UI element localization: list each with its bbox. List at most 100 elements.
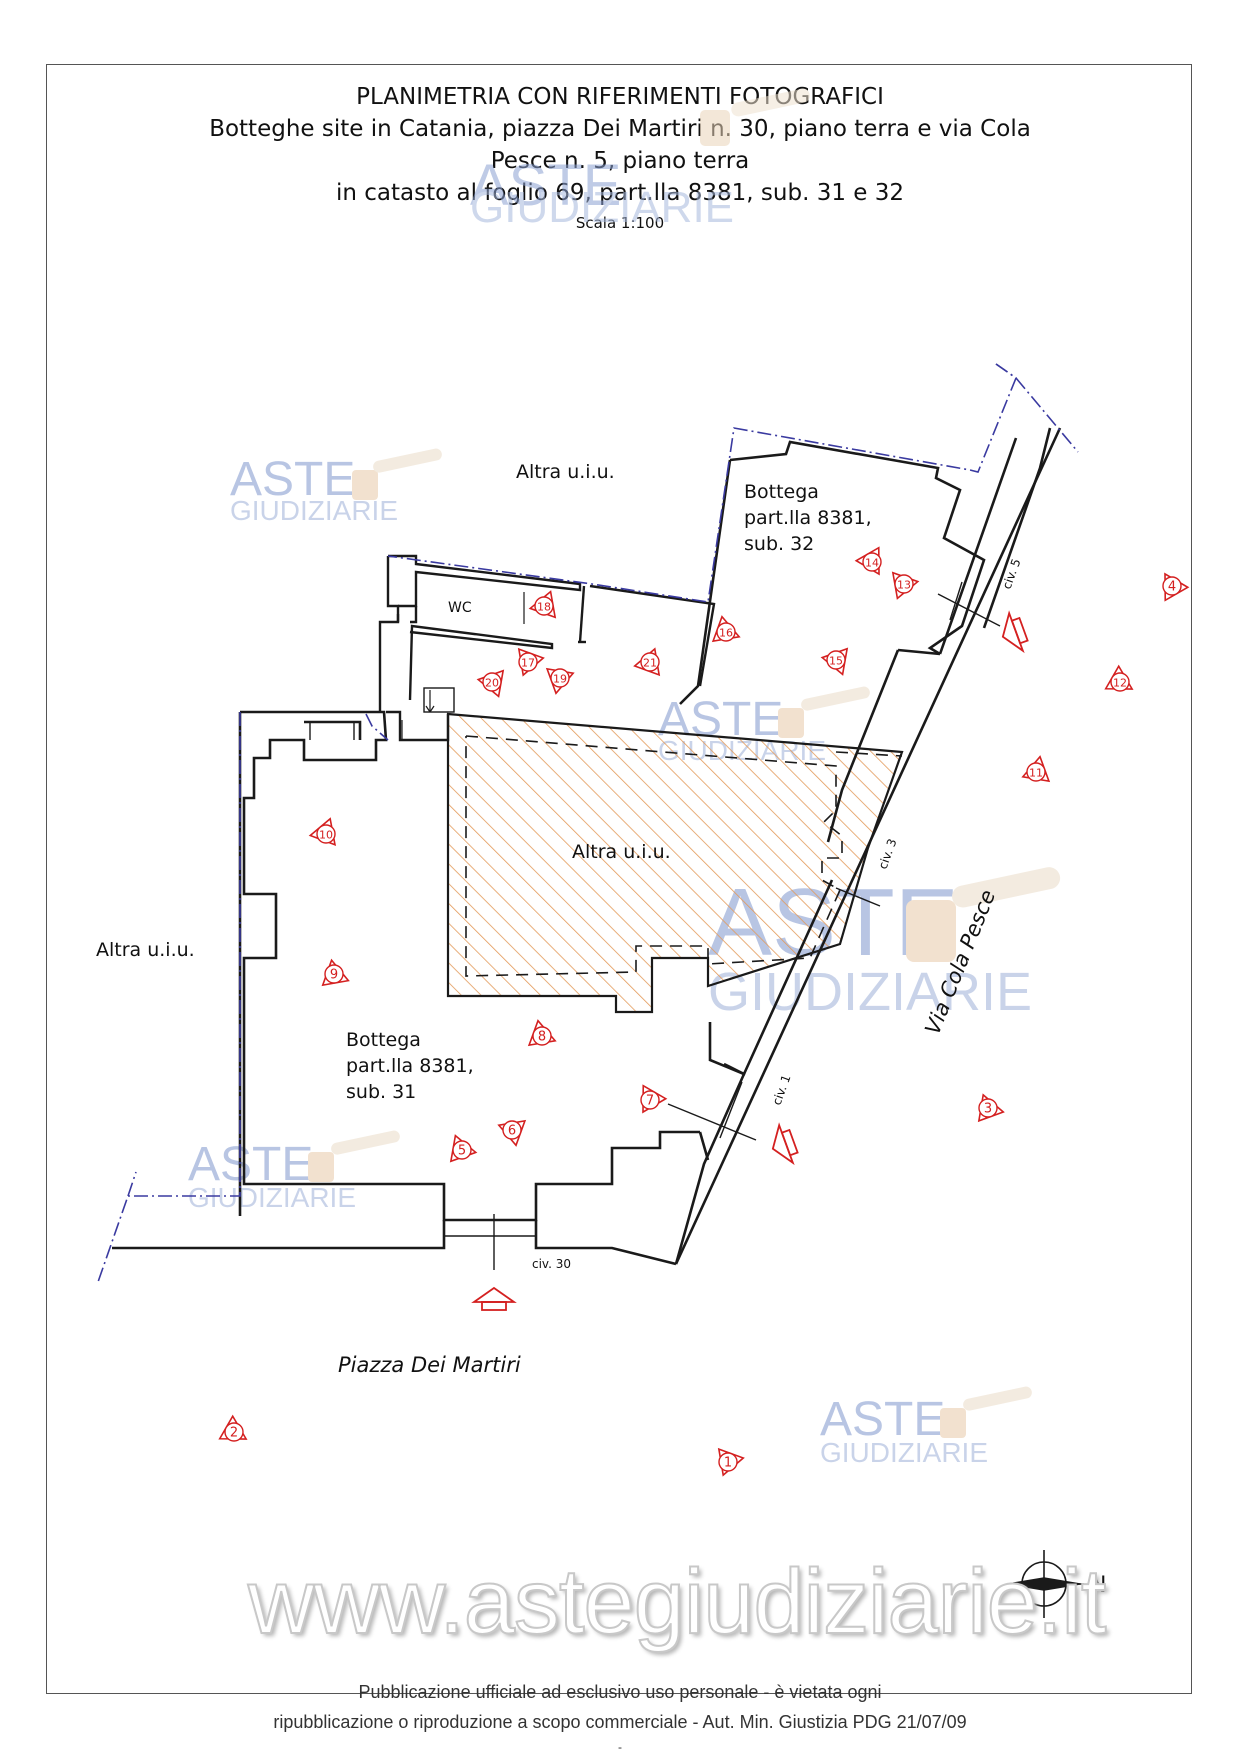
photo-marker-12: 12: [1104, 664, 1134, 692]
photo-marker-circle: [862, 552, 882, 572]
photo-marker-number: 3: [984, 1102, 992, 1117]
entrance-arrow-icon: [471, 1286, 517, 1311]
facade-openings: [444, 581, 1001, 1270]
watermark-aste: ASTE: [820, 1393, 945, 1446]
photo-marker-number: 17: [521, 657, 535, 670]
photo-marker-number: 20: [485, 677, 499, 690]
walls-sub32: [679, 427, 1052, 843]
photo-marker-number: 16: [719, 627, 733, 640]
photo-marker-1: 1: [717, 1447, 745, 1477]
footer-line-3: -: [618, 1740, 622, 1754]
photo-marker-circle: [640, 652, 660, 672]
gavel-icon: [352, 470, 378, 500]
photo-marker-circle: [640, 1090, 660, 1110]
label-altra-uiu-center: Altra u.i.u.: [572, 841, 671, 863]
photo-marker-circle: [502, 1120, 522, 1140]
photo-marker-17: 17: [517, 647, 545, 677]
north-arrow-icon: [1007, 1550, 1084, 1618]
label-bottega-32-sub: sub. 32: [744, 533, 814, 555]
photo-marker-number: 21: [643, 657, 657, 670]
street-label-piazza-dei-martiri: Piazza Dei Martiri: [338, 1353, 521, 1377]
photo-marker-3: 3: [977, 1093, 1005, 1123]
photo-marker-20: 20: [476, 669, 505, 698]
north-label: N: [1090, 1573, 1106, 1598]
gavel-icon: [308, 1152, 334, 1182]
label-civ-1: civ. 1: [770, 1073, 794, 1107]
photo-marker-9: 9: [321, 958, 350, 987]
footer-line-1: Pubblicazione ufficiale ad esclusivo uso…: [358, 1682, 882, 1702]
label-altra-uiu-left: Altra u.i.u.: [96, 939, 195, 961]
photo-marker-13: 13: [891, 571, 920, 600]
photo-marker-circle: [518, 652, 538, 672]
label-bottega-31-sub: sub. 31: [346, 1081, 416, 1103]
photo-marker-number: 18: [537, 601, 551, 614]
photo-marker-number: 7: [646, 1094, 654, 1109]
photo-marker-number: 19: [553, 673, 567, 686]
watermark-giudiziarie: GIUDIZIARIE: [230, 495, 398, 526]
photo-marker-number: 10: [319, 829, 333, 842]
label-bottega-31-title: Bottega: [346, 1029, 421, 1051]
photo-marker-circle: [534, 596, 554, 616]
watermark-giudiziarie: GIUDIZIARIE: [188, 1182, 356, 1213]
photo-marker-5: 5: [449, 1134, 478, 1163]
gavel-icon: [940, 1408, 966, 1438]
label-altra-uiu-top: Altra u.i.u.: [516, 461, 615, 483]
photo-marker-6: 6: [497, 1119, 527, 1147]
photo-marker-16: 16: [711, 615, 741, 643]
photo-marker-11: 11: [1021, 755, 1051, 783]
entrance-arrow-icon: [771, 1122, 799, 1166]
photo-marker-number: 6: [508, 1124, 516, 1139]
watermark-logo: ASTE GIUDIZIARIE: [230, 448, 442, 526]
label-wc: WC: [448, 600, 472, 616]
photo-marker-number: 15: [829, 655, 843, 668]
photo-marker-8: 8: [527, 1019, 557, 1047]
watermark-aste: ASTE: [188, 1138, 313, 1191]
photo-marker-circle: [978, 1098, 998, 1118]
entrance-arrow-icon: [1001, 610, 1029, 654]
photo-marker-21: 21: [633, 647, 661, 677]
photo-marker-circle: [718, 1452, 738, 1472]
watermark-logo: ASTE GIUDIZIARIE: [820, 1386, 1032, 1468]
photo-marker-number: 1: [724, 1456, 732, 1471]
photo-marker-7: 7: [640, 1084, 668, 1114]
watermark-aste: ASTE: [470, 153, 622, 218]
photo-marker-15: 15: [820, 647, 849, 676]
photo-marker-14: 14: [854, 546, 882, 576]
watermark-aste: ASTE: [230, 453, 355, 506]
photo-marker-number: 14: [865, 557, 879, 570]
photo-marker-2: 2: [218, 1414, 248, 1442]
plan-subtitle-line-2: Pesce n. 5, piano terra: [490, 148, 750, 174]
property-boundary: [97, 363, 1079, 1283]
photo-marker-number: 4: [1168, 580, 1176, 595]
label-bottega-32-title: Bottega: [744, 481, 819, 503]
label-civ-5: civ. 5: [1000, 557, 1024, 591]
label-bottega-31-parcel: part.lla 8381,: [346, 1055, 474, 1077]
watermark-giudiziarie: GIUDIZIARIE: [470, 183, 734, 232]
photo-marker-circle: [826, 650, 846, 670]
photo-marker-19: 19: [545, 667, 575, 695]
label-civ-3: civ. 3: [876, 837, 900, 871]
photo-marker-circle: [1162, 576, 1182, 596]
plan-subtitle-line-1: Botteghe site in Catania, piazza Dei Mar…: [209, 116, 1031, 142]
photo-marker-circle: [550, 668, 570, 688]
watermark-logo: ASTE GIUDIZIARIE: [470, 88, 810, 232]
photo-marker-number: 12: [1113, 677, 1127, 690]
photo-marker-circle: [324, 964, 344, 984]
plan-subtitle-line-3: in catasto al foglio 69, part.lla 8381, …: [335, 180, 905, 206]
photo-marker-circle: [894, 574, 914, 594]
photo-marker-number: 9: [330, 968, 338, 983]
photo-marker-number: 2: [230, 1426, 238, 1441]
footer-line-2: ripubblicazione o riproduzione a scopo c…: [273, 1712, 967, 1732]
photo-marker-circle: [1026, 762, 1046, 782]
walls-service-rooms: [378, 554, 716, 742]
label-civ-30: civ. 30: [532, 1257, 571, 1271]
gavel-icon: [906, 900, 956, 962]
watermark-giudiziarie: GIUDIZIARIE: [708, 962, 1032, 1022]
photo-marker-number: 5: [458, 1144, 466, 1159]
gavel-icon: [778, 708, 804, 738]
photo-marker-10: 10: [308, 817, 337, 846]
photo-marker-4: 4: [1162, 572, 1190, 602]
photo-marker-circle: [716, 622, 736, 642]
